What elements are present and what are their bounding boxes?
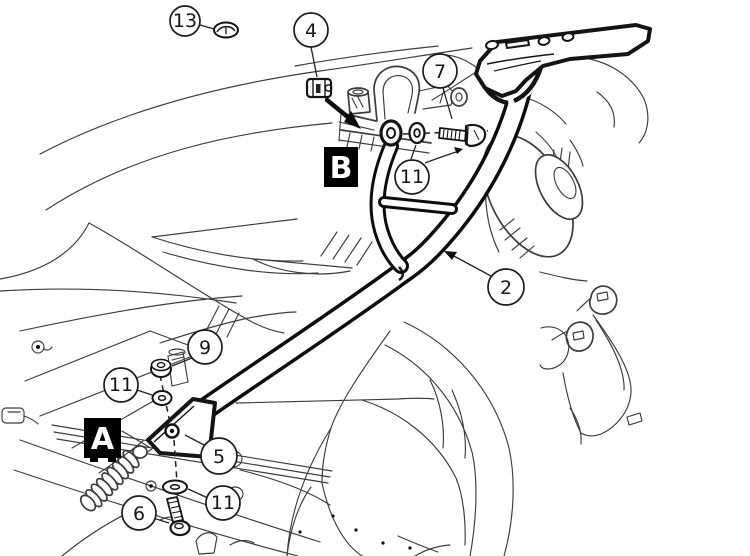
rear-fender-cone xyxy=(562,314,643,437)
washer-icon xyxy=(162,479,188,495)
callout-number: 11 xyxy=(400,166,424,188)
callout-number: 13 xyxy=(173,10,197,32)
callout-2: 2 xyxy=(444,251,525,306)
hardware-parts xyxy=(150,21,489,537)
callout-13: 13 xyxy=(169,5,215,37)
label-b: B xyxy=(324,147,358,187)
washer-icon xyxy=(151,390,173,406)
callout-number: 11 xyxy=(211,492,235,514)
nut-icon xyxy=(305,77,333,99)
callout-number: 5 xyxy=(213,446,225,468)
callout-number: 9 xyxy=(199,337,211,359)
callout-5: 5 xyxy=(184,434,238,475)
section-labels: A B xyxy=(84,147,358,462)
callout-number: 4 xyxy=(305,20,317,42)
callout-11-lower: 11 xyxy=(187,485,241,521)
callouts: 13 4 7 11 2 9 xyxy=(103,5,525,531)
callout-number: 7 xyxy=(434,61,446,83)
callout-4: 4 xyxy=(293,12,329,78)
muffler xyxy=(482,131,584,259)
label-a: A xyxy=(84,418,121,462)
callout-number: 11 xyxy=(109,374,133,396)
callout-number: 6 xyxy=(133,503,145,525)
callout-11-upper: 11 xyxy=(394,144,463,195)
callout-number: 2 xyxy=(500,277,512,299)
washer-icon xyxy=(408,121,426,145)
screw-icon xyxy=(438,123,487,148)
cap-nut-icon xyxy=(150,358,172,378)
callout-6: 6 xyxy=(121,495,170,531)
label-letter: A xyxy=(91,422,115,457)
motorcycle-sketch xyxy=(0,45,649,556)
oval-cap-icon xyxy=(213,21,239,39)
rack-mount-eye xyxy=(379,119,403,147)
rack-assembly xyxy=(146,23,652,459)
bolt-icon xyxy=(166,496,191,537)
rear-wheel xyxy=(286,321,582,556)
tail-bodywork xyxy=(0,45,479,344)
callout-7: 7 xyxy=(422,53,458,120)
label-letter: B xyxy=(330,151,353,186)
arrow-to-mount-b xyxy=(324,97,361,129)
turn-signals xyxy=(539,285,618,370)
callout-9: 9 xyxy=(171,329,223,367)
callout-11-left: 11 xyxy=(103,367,153,403)
